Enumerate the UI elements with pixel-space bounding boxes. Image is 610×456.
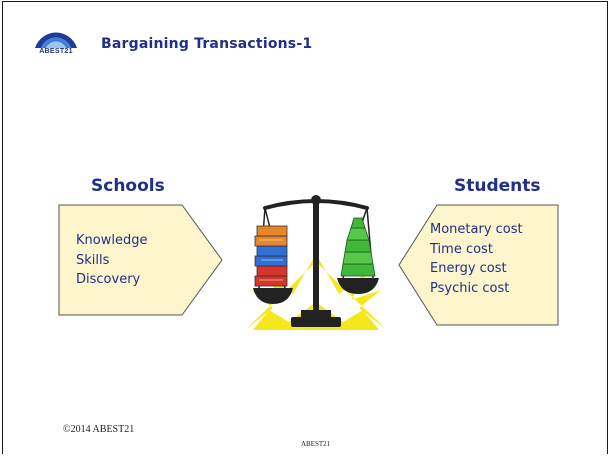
students-arrow-box <box>398 204 559 326</box>
students-item: Time cost <box>430 241 493 257</box>
schools-item: Skills <box>76 252 110 268</box>
footer-label: ABEST21 <box>301 440 331 448</box>
schools-item: Discovery <box>76 272 141 287</box>
students-heading: Students <box>454 176 541 196</box>
logo-arc-icon <box>35 32 77 48</box>
schools-item: Knowledge <box>76 233 148 248</box>
students-item: Energy cost <box>430 261 507 276</box>
money-stack <box>340 217 376 277</box>
abest21-logo: ABEST21 <box>31 22 81 62</box>
books-stack <box>254 225 288 287</box>
logo-text: ABEST21 <box>39 48 73 55</box>
schools-heading: Schools <box>91 176 165 196</box>
students-item: Monetary cost <box>430 222 523 237</box>
balance-scale-icon <box>245 195 387 330</box>
schools-list: Knowledge Skills Discovery <box>76 231 147 290</box>
students-list: Monetary cost Time cost Energy cost Psyc… <box>430 220 523 298</box>
students-item: Psychic cost <box>430 280 510 296</box>
slide-title: Bargaining Transactions-1 <box>101 36 313 52</box>
copyright-text: ©2014 ABEST21 <box>63 424 135 435</box>
schools-arrow-box <box>58 204 223 316</box>
